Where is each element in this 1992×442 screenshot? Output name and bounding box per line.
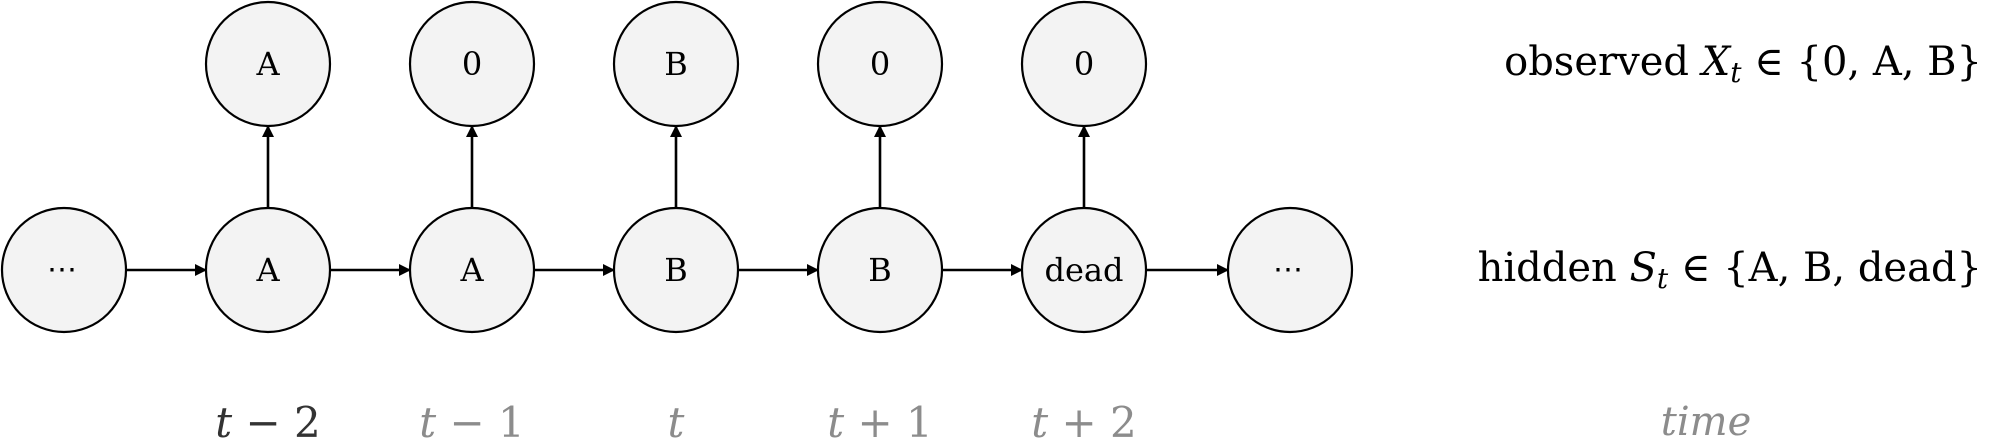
hidden-node-label: A xyxy=(255,251,280,289)
observed-label-prefix: observed xyxy=(1504,39,1702,85)
observed-node-circle xyxy=(612,0,740,128)
observed-node-label: 0 xyxy=(462,45,482,83)
hidden-label-sub: t xyxy=(1657,262,1669,295)
time-tick-var: t xyxy=(1031,398,1048,442)
time-tick-label: t + 2 xyxy=(1031,398,1137,442)
observed-node-label: 0 xyxy=(1074,45,1094,83)
observed-label-var: X xyxy=(1699,39,1732,85)
hidden-node-circle xyxy=(204,206,332,334)
hidden-node-label: dead xyxy=(1045,251,1124,289)
observed-node: 0 xyxy=(1020,0,1148,128)
observed-label-sub: t xyxy=(1730,56,1742,89)
time-tick-offset: + 2 xyxy=(1048,398,1137,442)
hidden-node: B xyxy=(816,206,944,334)
hidden-node-circle xyxy=(816,206,944,334)
hidden-node: B xyxy=(612,206,740,334)
hidden-node: ⋯ xyxy=(1226,206,1354,334)
hidden-node: ⋯ xyxy=(0,206,128,334)
hidden-label-var: S xyxy=(1630,245,1657,291)
time-axis-label: time xyxy=(1661,399,1751,442)
hidden-label-set: ∈ {A, B, dead} xyxy=(1668,245,1982,291)
observed-node: A xyxy=(204,0,332,128)
observed-node-circle xyxy=(1020,0,1148,128)
hidden-node: A xyxy=(408,206,536,334)
observed-node-circle xyxy=(816,0,944,128)
hidden-node-circle xyxy=(1020,206,1148,334)
time-tick-offset: + 1 xyxy=(844,398,933,442)
hidden-node: dead xyxy=(1020,206,1148,334)
observed-node-label: 0 xyxy=(870,45,890,83)
hidden-node: A xyxy=(204,206,332,334)
observed-node-label: A xyxy=(255,45,280,83)
time-tick-label: t + 1 xyxy=(827,398,933,442)
time-tick-label: t − 1 xyxy=(419,398,525,442)
observed-node-circle xyxy=(408,0,536,128)
observed-node: B xyxy=(612,0,740,128)
observed-node: 0 xyxy=(408,0,536,128)
hidden-node-label: A xyxy=(459,251,484,289)
time-tick-var: t xyxy=(215,398,232,442)
edges xyxy=(126,125,1229,276)
time-tick-var: t xyxy=(827,398,844,442)
hidden-node-circle xyxy=(612,206,740,334)
time-tick-offset: − 2 xyxy=(232,398,321,442)
hidden-node-label: ⋯ xyxy=(1273,253,1307,288)
time-tick-label: t − 2 xyxy=(215,398,321,442)
observed-row-label: observed Xt ∈ {0, A, B} xyxy=(1504,39,1982,89)
hidden-node-circle xyxy=(0,206,128,334)
hidden-node-label: ⋯ xyxy=(47,253,81,288)
hidden-node-label: B xyxy=(868,251,892,289)
hidden-node-label: B xyxy=(664,251,688,289)
observed-node: 0 xyxy=(816,0,944,128)
observed-node-label: B xyxy=(664,45,688,83)
hidden-row-label: hidden St ∈ {A, B, dead} xyxy=(1478,245,1982,295)
observed-node-circle xyxy=(204,0,332,128)
time-tick-offset: − 1 xyxy=(436,398,525,442)
time-tick-var: t xyxy=(668,398,685,442)
hidden-node-circle xyxy=(1226,206,1354,334)
observed-label-set: ∈ {0, A, B} xyxy=(1741,39,1982,85)
time-tick-label: t xyxy=(668,398,685,442)
time-tick-var: t xyxy=(419,398,436,442)
observed-row: A 0 B 0 0 xyxy=(204,0,1148,128)
hidden-node-circle xyxy=(408,206,536,334)
hidden-label-prefix: hidden xyxy=(1478,245,1630,291)
